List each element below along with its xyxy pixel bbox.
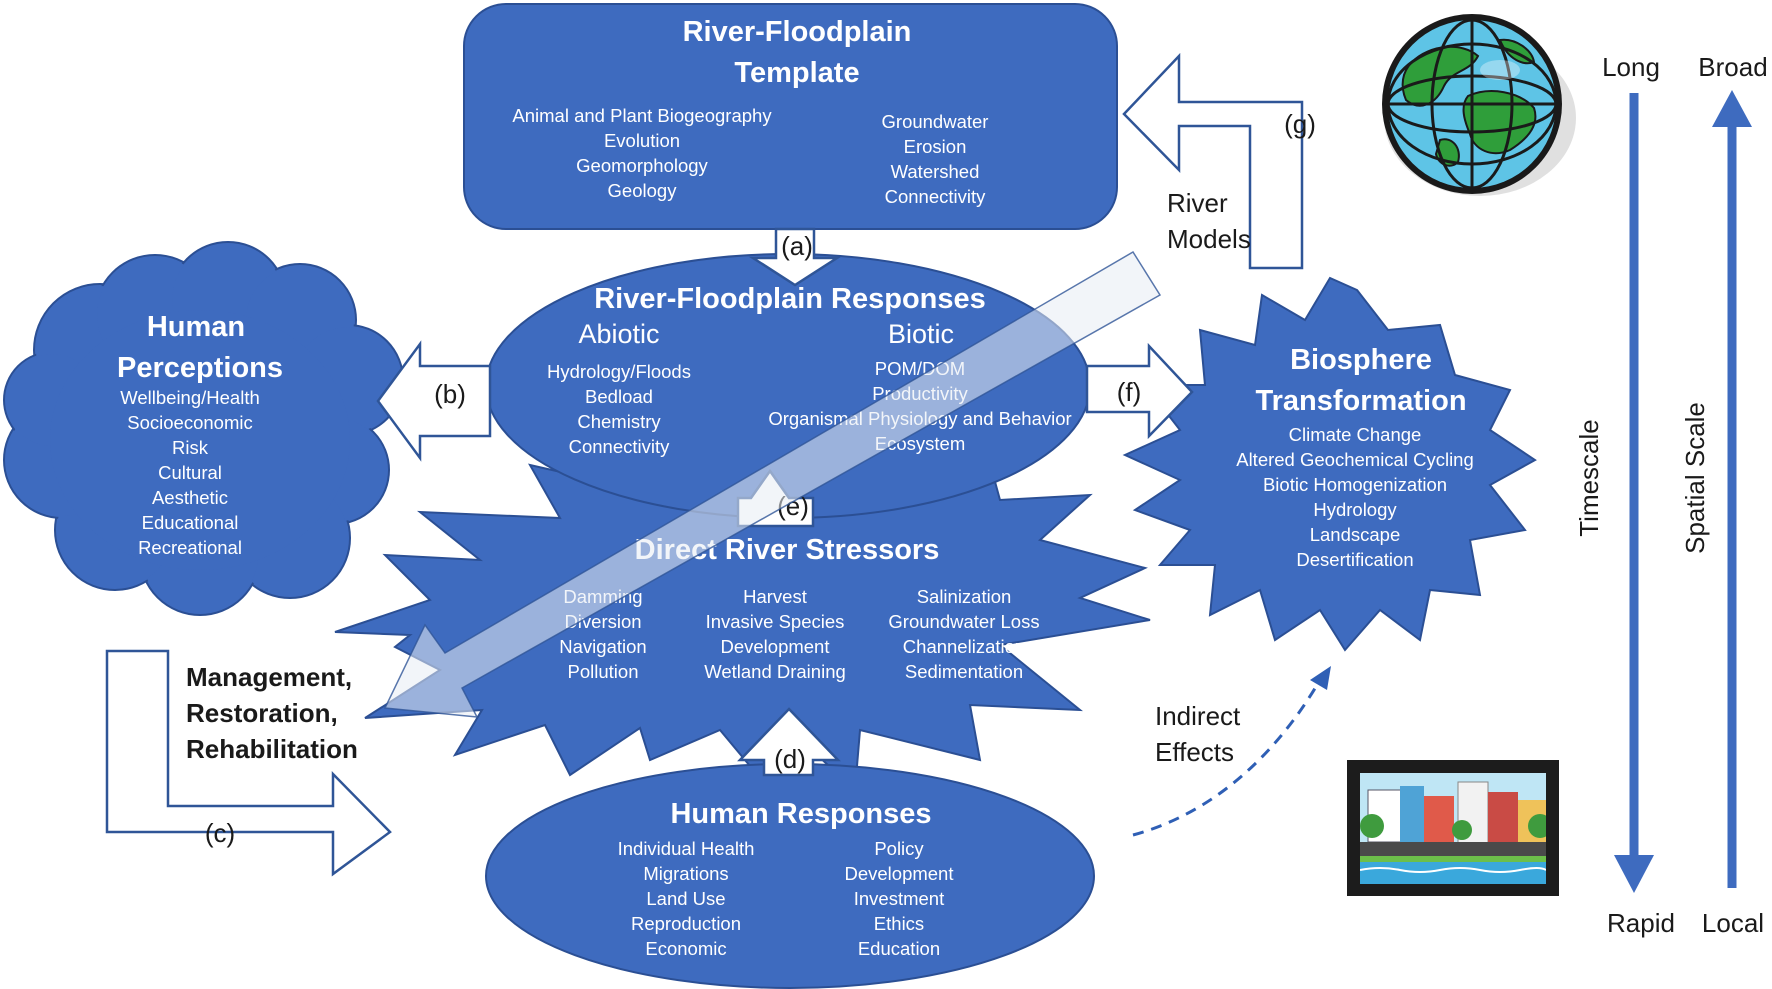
stressors-col2-item: Invasive Species [706,611,845,632]
human-responses-left-item: Economic [645,938,726,959]
template-left-item: Geology [608,180,678,201]
template-right-item: Groundwater [882,111,989,132]
human-responses-left-item: Individual Health [618,838,755,859]
river-models-arrow [383,250,1162,718]
management-label-line2: Restoration, [186,698,338,728]
timescale-label: Timescale [1574,419,1604,537]
human-responses-right-item: Education [858,938,940,959]
human-responses-right-item: Investment [854,888,945,909]
human-responses-right-item: Ethics [874,913,924,934]
spatial-top-label: Broad [1698,52,1767,82]
perceptions-item: Wellbeing/Health [120,387,260,408]
human-responses-title: Human Responses [670,798,931,830]
biosphere-item: Biotic Homogenization [1263,474,1447,495]
indirect-effects-line2: Effects [1155,737,1234,767]
perceptions-title-line2: Perceptions [117,352,283,384]
management-label-line3: Rehabilitation [186,734,358,764]
time-bottom-label: Rapid [1607,908,1675,938]
stressors-col2-item: Harvest [743,586,807,607]
perceptions-item: Socioeconomic [127,412,252,433]
stressors-col1-item: Navigation [559,636,646,657]
spatial-scale-arrowhead [1712,90,1752,127]
template-left-item: Evolution [604,130,680,151]
arrow-a [748,227,842,287]
biosphere-item: Altered Geochemical Cycling [1236,449,1474,470]
biosphere-starburst [1122,276,1537,652]
template-right-item: Connectivity [885,186,987,207]
perceptions-item: Risk [172,437,209,458]
human-responses-left-item: Land Use [646,888,725,909]
spatial-bottom-label: Local [1702,908,1764,938]
arrow-label-f: (f) [1117,377,1142,407]
human-responses-right-item: Policy [874,838,924,859]
abiotic-item: Bedload [585,386,653,407]
biosphere-title-line1: Biosphere [1290,344,1432,376]
template-right-item: Erosion [904,136,967,157]
city-scene-icon [1347,760,1559,896]
biosphere-title-line2: Transformation [1255,385,1466,417]
indirect-effects-arrowhead [1310,666,1331,690]
river-models-label-line2: Models [1167,224,1251,254]
stressors-col2-item: Development [720,636,829,657]
arrow-label-g: (g) [1284,109,1316,139]
perceptions-item: Recreational [138,537,242,558]
human-responses-left-item: Migrations [643,863,728,884]
biosphere-item: Hydrology [1313,499,1397,520]
abiotic-item: Hydrology/Floods [547,361,691,382]
management-label-line1: Management, [186,662,352,692]
perceptions-item: Educational [142,512,239,533]
time-top-label: Long [1602,52,1660,82]
human-responses-left-item: Reproduction [631,913,741,934]
responses-title: River-Floodplain Responses [594,283,986,315]
stressors-col3-item: Salinization [917,586,1012,607]
arrow-label-c: (c) [205,818,235,848]
arrow-c [105,649,392,877]
abiotic-heading: Abiotic [578,319,659,349]
timescale-arrowhead [1614,855,1654,893]
arrow-b [376,340,492,462]
arrow-label-a: (a) [781,231,813,261]
biosphere-item: Climate Change [1289,424,1422,445]
stressors-col1-item: Pollution [568,661,639,682]
human-responses-right-item: Development [844,863,953,884]
globe-icon [1382,14,1576,196]
indirect-effects-line1: Indirect [1155,701,1241,731]
template-title-line2: Template [734,57,859,89]
abiotic-item: Connectivity [569,436,671,457]
stressors-col3-item: Sedimentation [905,661,1023,682]
biotic-heading: Biotic [888,319,954,349]
arrow-label-d: (d) [774,744,806,774]
stressors-col2-item: Wetland Draining [704,661,846,682]
stressors-col3-item: Channelization [903,636,1025,657]
arrow-f [1085,342,1194,440]
template-left-item: Animal and Plant Biogeography [512,105,772,126]
river-models-label-line1: River [1167,188,1228,218]
template-right-item: Watershed [891,161,980,182]
perceptions-item: Cultural [158,462,222,483]
arrow-d [737,707,841,777]
template-title-line1: River-Floodplain [683,16,912,48]
perceptions-title-line1: Human [147,311,245,343]
stressors-col3-item: Groundwater Loss [888,611,1039,632]
spatial-scale-label: Spatial Scale [1680,402,1710,554]
arrow-label-b: (b) [434,379,466,409]
biosphere-item: Landscape [1310,524,1401,545]
template-left-item: Geomorphology [576,155,708,176]
arrow-g [1122,52,1304,270]
perceptions-item: Aesthetic [152,487,228,508]
abiotic-item: Chemistry [577,411,661,432]
biosphere-item: Desertification [1296,549,1413,570]
